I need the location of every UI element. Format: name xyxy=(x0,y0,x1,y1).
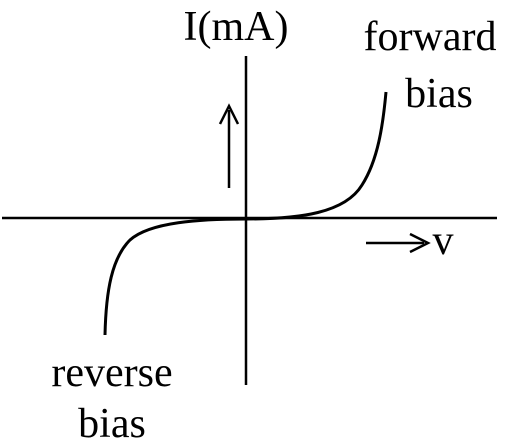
reverse-bias-curve xyxy=(103,217,247,336)
forward-bias-label-line2: bias xyxy=(405,71,473,117)
x-axis-label: v xyxy=(433,218,454,264)
forward-bias-label-line1: forward xyxy=(364,14,497,60)
voltage-arrow-icon xyxy=(366,232,431,254)
forward-bias-curve xyxy=(245,91,388,221)
reverse-bias-label-line2: bias xyxy=(78,401,146,443)
reverse-bias-label-line1: reverse xyxy=(51,350,172,396)
y-axis-label: I(mA) xyxy=(184,4,289,50)
current-arrow-icon xyxy=(218,103,240,188)
